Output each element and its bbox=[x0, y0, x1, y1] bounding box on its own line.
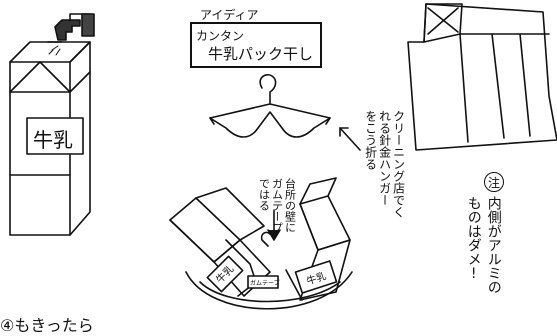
caution-text-2: ものはダメ! bbox=[465, 196, 482, 282]
idea-title-line1: カンタン bbox=[196, 29, 245, 43]
faucet-icon bbox=[47, 13, 95, 56]
idea-header: アイディア bbox=[200, 8, 259, 22]
caution-mark-text: 注 bbox=[487, 175, 500, 190]
tape-label: ガムテープ bbox=[250, 280, 280, 287]
bottom-partial-text: ④もきったら bbox=[0, 316, 94, 335]
milk-carton-illustration bbox=[9, 41, 91, 236]
hanger-note-1: クリーニング店でく bbox=[391, 110, 406, 218]
tape-note-2: ガムテープ bbox=[270, 178, 284, 233]
carton-label: 牛乳 bbox=[33, 128, 73, 152]
opened-carton-illustration bbox=[407, 3, 557, 151]
caution-text-1: 内側がアルミの bbox=[485, 196, 502, 294]
caution-mark: 注 bbox=[484, 172, 504, 192]
drying-cartons-illustration bbox=[169, 177, 353, 310]
idea-title-line2: 牛乳パック干し bbox=[208, 45, 314, 63]
hanger-illustration bbox=[209, 73, 331, 138]
illustration bbox=[9, 3, 557, 310]
hanger-note-2: れる針金ハンガー bbox=[377, 110, 392, 206]
tape-note-3: ではる bbox=[257, 178, 271, 211]
tape-note-1: 台所の壁に bbox=[283, 178, 297, 233]
hanger-note-3: をこう折る bbox=[363, 110, 378, 170]
idea-title-box: カンタン 牛乳パック干し bbox=[190, 22, 322, 68]
